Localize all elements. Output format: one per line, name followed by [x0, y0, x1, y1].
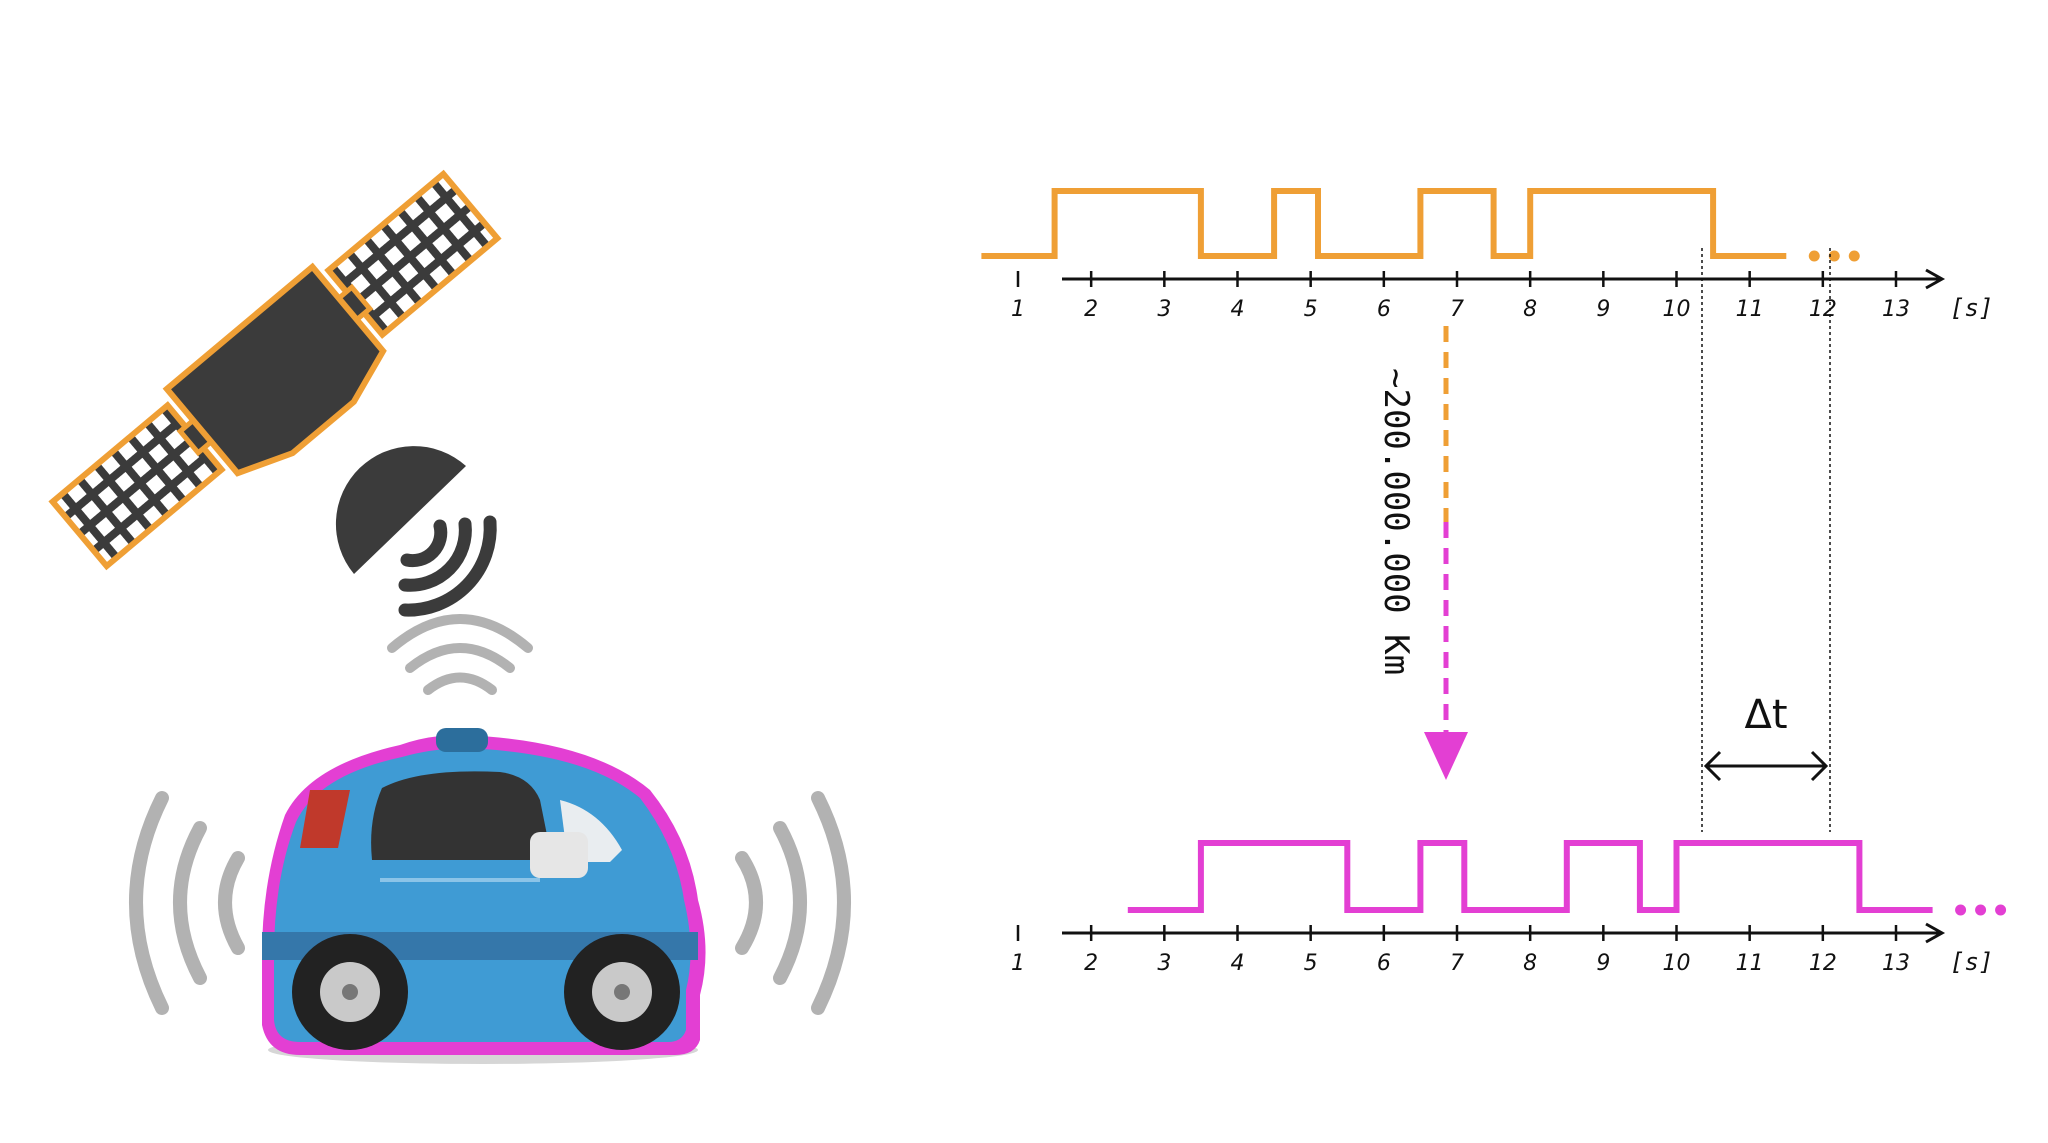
tick-label: 3	[1157, 951, 1171, 976]
tick-label: 3	[1157, 297, 1171, 322]
car-signal-waveform	[1127, 840, 1933, 913]
tick-label: 1	[1011, 297, 1025, 322]
satellite-dish	[335, 446, 466, 574]
axis-arrowhead	[1925, 268, 1946, 290]
continuation-dot	[1995, 904, 2007, 916]
continuation-dot	[1955, 904, 1967, 916]
axis-unit-label: [s]	[1950, 294, 1993, 322]
tick-label: 6	[1377, 951, 1391, 976]
tick-label: 10	[1663, 297, 1691, 322]
tick-label: 1	[1011, 951, 1025, 976]
signal-waves-icon	[398, 515, 497, 617]
continuation-dot	[1808, 250, 1820, 262]
tick-label: 12	[1809, 297, 1837, 322]
delta-t-label: Δt	[1744, 692, 1787, 738]
car-signal-waves	[129, 614, 851, 1015]
car-icon	[262, 728, 706, 1064]
delta-t-marker	[1701, 248, 1831, 832]
continuation-dot	[1975, 904, 1987, 916]
tick-label: 13	[1882, 297, 1910, 322]
tick-label: 4	[1231, 951, 1245, 976]
tick-label: 5	[1304, 297, 1318, 322]
signal-waveforms	[981, 188, 2007, 916]
continuation-dot	[1848, 250, 1860, 262]
tick-label: 12	[1809, 951, 1837, 976]
distance-label: ~200.000.000 Km	[1376, 368, 1416, 675]
arrow-head	[1424, 732, 1468, 780]
tick-label: 2	[1084, 951, 1098, 976]
tick-label: 7	[1450, 297, 1464, 322]
axis-unit-label: [s]	[1950, 948, 1993, 976]
tick-label: 11	[1736, 951, 1764, 976]
tick-label: 6	[1377, 297, 1391, 322]
tick-label: 8	[1523, 297, 1537, 322]
tick-label: 10	[1663, 951, 1691, 976]
tick-label: 2	[1084, 297, 1098, 322]
tick-label: 9	[1596, 297, 1610, 322]
tick-label: 9	[1596, 951, 1610, 976]
tick-label: 7	[1450, 951, 1464, 976]
axis-arrowhead	[1925, 922, 1946, 944]
tick-label: 8	[1523, 951, 1537, 976]
continuation-dot	[1828, 250, 1840, 262]
tick-label: 13	[1882, 951, 1910, 976]
satellite-signal-waveform	[981, 188, 1787, 259]
propagation-arrow	[1424, 326, 1468, 780]
tick-label: 11	[1736, 297, 1764, 322]
satellite-icon	[48, 169, 502, 574]
tick-label: 5	[1304, 951, 1318, 976]
tick-label: 4	[1231, 297, 1245, 322]
